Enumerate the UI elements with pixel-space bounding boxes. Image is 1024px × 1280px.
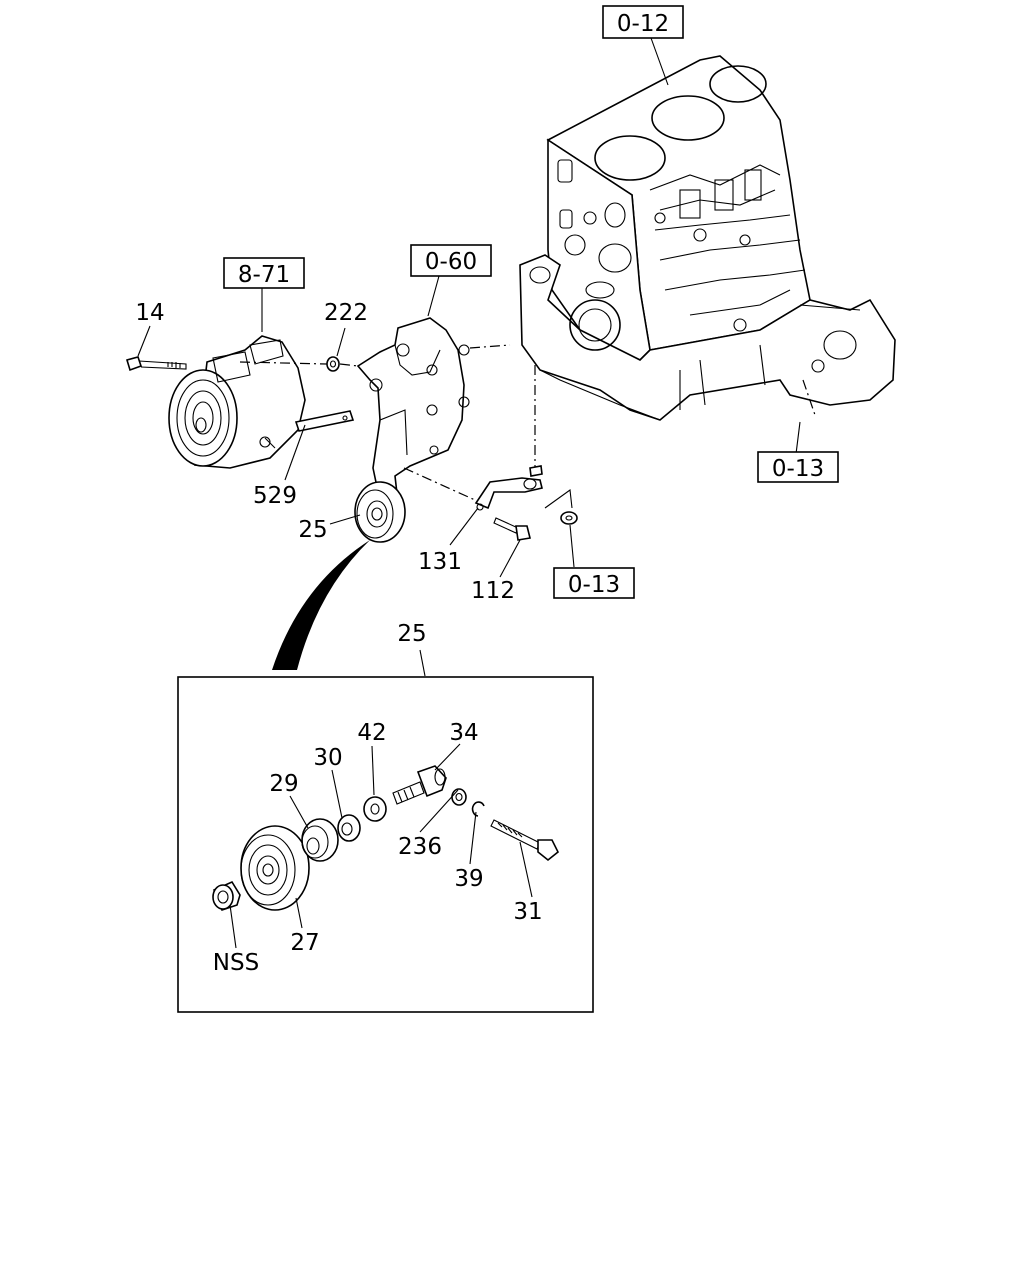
ref-0-13-lower-label: 0-13 [568,572,620,598]
ref-box-8-71: 8-71 [223,257,305,289]
bushing-nss [212,880,241,911]
ac-compressor [168,335,355,469]
callout-detail-25: 25 [397,621,426,647]
ref-8-71-label: 8-71 [238,262,290,288]
detail-box: 42 34 30 29 236 39 31 27 NSS [177,676,594,1013]
callout-31: 31 [513,899,542,925]
mounting-bracket [356,317,511,527]
snap-ring-39 [471,801,485,817]
callout-131: 131 [418,549,462,575]
leader-lines [137,37,801,677]
bearing-29 [301,818,339,862]
callout-14: 14 [135,300,164,326]
callout-112: 112 [471,578,515,604]
engine-block [519,55,896,468]
callout-25: 25 [298,517,327,543]
ref-box-0-13-right: 0-13 [757,451,839,483]
shaft-34 [392,765,447,805]
ref-box-0-60: 0-60 [410,244,492,277]
callout-39: 39 [454,866,483,892]
callout-529: 529 [253,483,297,509]
spacer-30 [337,814,361,842]
ref-0-12-label: 0-12 [617,11,669,37]
ref-0-60-label: 0-60 [425,249,477,275]
callout-34: 34 [449,720,478,746]
idler-pulley-assembled [354,481,406,543]
bracket-131 [474,465,543,511]
callout-236: 236 [398,834,442,860]
washer-42 [363,796,387,822]
ref-box-0-13-lower: 0-13 [553,567,635,599]
ref-0-13-right-label: 0-13 [772,456,824,482]
callout-222: 222 [324,300,368,326]
washer-236 [451,788,467,806]
ref-box-0-12: 0-12 [602,5,684,39]
callout-42: 42 [357,720,386,746]
callout-nss: NSS [213,950,259,976]
bolt-112 [493,517,531,541]
callout-27: 27 [290,930,319,956]
pulley-27 [240,825,310,911]
callout-29: 29 [269,771,298,797]
washer-222 [239,356,359,372]
detail-pointer-arrow [272,540,370,670]
callout-30: 30 [313,745,342,771]
nut-0-13 [544,489,578,525]
bolt-31 [490,819,560,862]
bolt-14 [125,356,187,372]
